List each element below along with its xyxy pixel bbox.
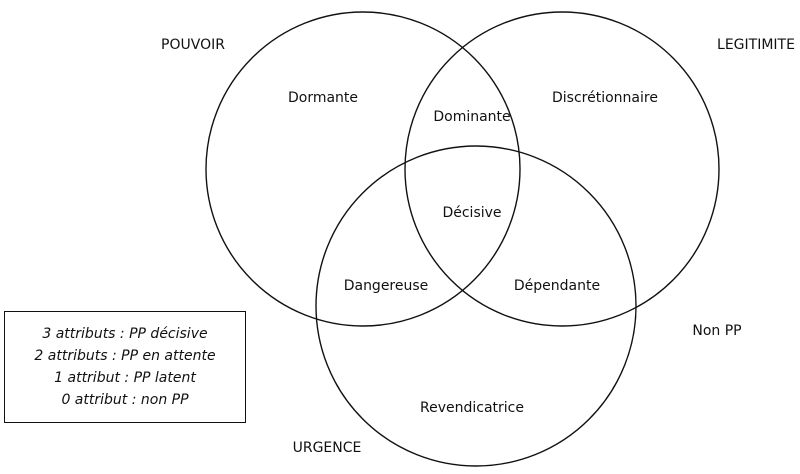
region-dormante: Dormante bbox=[288, 90, 358, 106]
legend-line-2: 2 attributs : PP en attente bbox=[34, 348, 216, 364]
set-label-urgence: URGENCE bbox=[293, 440, 362, 456]
legend-box: 3 attributs : PP décisive 2 attributs : … bbox=[4, 311, 246, 423]
legend-line-3: 3 attributs : PP décisive bbox=[42, 326, 208, 342]
region-decisive: Décisive bbox=[442, 205, 501, 221]
region-dominante: Dominante bbox=[433, 109, 510, 125]
set-label-legitimite: LEGITIMITE bbox=[717, 37, 795, 53]
region-discretionnaire: Discrétionnaire bbox=[552, 90, 658, 106]
outside-label: Non PP bbox=[692, 323, 741, 339]
set-label-pouvoir: POUVOIR bbox=[161, 37, 225, 53]
region-dangereuse: Dangereuse bbox=[344, 278, 429, 294]
pouvoir-circle bbox=[205, 11, 521, 327]
legend-line-1: 1 attribut : PP latent bbox=[54, 370, 196, 386]
legitimite-circle bbox=[404, 11, 720, 327]
urgence-circle bbox=[315, 145, 637, 467]
region-revendicatrice: Revendicatrice bbox=[420, 400, 524, 416]
legend-line-0: 0 attribut : non PP bbox=[61, 392, 189, 408]
region-dependante: Dépendante bbox=[514, 278, 600, 294]
